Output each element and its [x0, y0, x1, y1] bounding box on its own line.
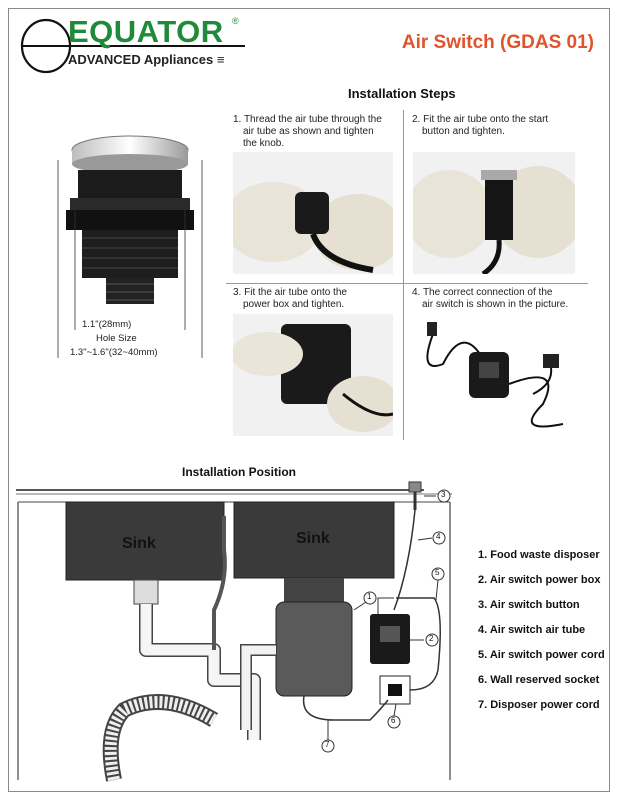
steps-horizontal-divider: [226, 283, 588, 284]
legend-item: 7. Disposer power cord: [478, 699, 600, 711]
equator-logo: [20, 16, 260, 76]
legend-item: 1. Food waste disposer: [478, 549, 600, 561]
step-1-text: 1. Thread the air tube through the air t…: [233, 114, 382, 149]
logo-globe-icon: [20, 18, 245, 74]
legend-item: 5. Air switch power cord: [478, 649, 605, 661]
installation-position-diagram: Sink Sink 1 2 3 4 5 6 7: [14, 480, 454, 795]
steps-vertical-divider: [403, 110, 404, 440]
registered-mark: ®: [232, 16, 239, 26]
page-title: Air Switch (GDAS 01): [401, 32, 594, 53]
installation-position-title: Installation Position: [182, 465, 297, 479]
hole-diameter-label: 1.3"~1.6"(32~40mm): [70, 347, 158, 358]
step-4-photo: [413, 314, 575, 436]
legend-item: 3. Air switch button: [478, 599, 580, 611]
marker-3: 3: [441, 490, 446, 499]
page-frame: [8, 8, 610, 792]
step-3-text: 3. Fit the air tube onto the power box a…: [233, 287, 347, 310]
marker-6: 6: [391, 716, 396, 725]
legend-item: 6. Wall reserved socket: [478, 674, 600, 686]
button-diameter-label: 1.1"(28mm): [82, 319, 132, 330]
menu-lines-icon: ≡: [216, 52, 225, 67]
marker-4: 4: [436, 532, 441, 541]
legend-item: 4. Air switch air tube: [478, 624, 586, 636]
marker-1: 1: [367, 592, 372, 601]
marker-5: 5: [435, 568, 440, 577]
tagline-text: ADVANCED Appliances: [68, 52, 214, 67]
step-2-text: 2. Fit the air tube onto the start butto…: [412, 114, 549, 137]
installation-steps-title: Installation Steps: [348, 86, 456, 101]
step-1-photo: [233, 152, 393, 274]
sink-left-label: Sink: [122, 535, 156, 552]
step-2-photo: [413, 152, 575, 274]
legend-item: 2. Air switch power box: [478, 574, 601, 586]
air-switch-product-illustration: [40, 130, 220, 370]
step-4-text: 4. The correct connection of the air swi…: [412, 287, 569, 310]
marker-2: 2: [429, 634, 434, 643]
marker-7: 7: [325, 740, 330, 749]
brand-tagline: ADVANCED Appliances ≡: [68, 52, 224, 67]
brand-name: EQUATOR: [68, 14, 224, 49]
hole-size-label: Hole Size: [96, 333, 137, 344]
position-legend: 1. Food waste disposer 2. Air switch pow…: [478, 548, 605, 723]
sink-right-label: Sink: [296, 530, 330, 547]
step-3-photo: [233, 314, 393, 436]
